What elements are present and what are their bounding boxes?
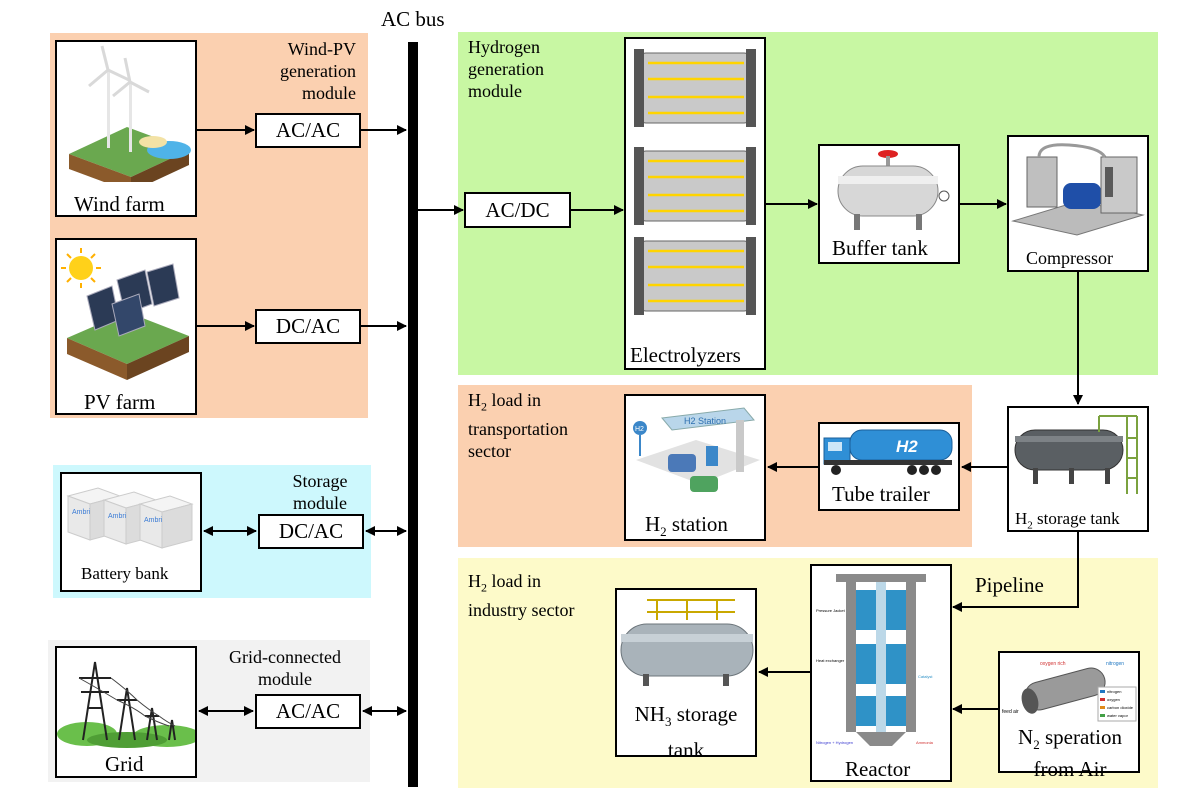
reactor-label: Reactor bbox=[845, 757, 911, 781]
n2-separation-box: oxygen rich nitrogen feed air nitrogen o… bbox=[998, 651, 1140, 781]
n2-separation-picture: oxygen rich nitrogen feed air nitrogen o… bbox=[1002, 661, 1137, 722]
reactor-box: Pressure Jacket Heat exchanger Catalyst … bbox=[810, 564, 952, 782]
svg-text:H2: H2 bbox=[896, 437, 918, 456]
electrolyzer-ac-dc-converter: AC/DC bbox=[464, 192, 571, 228]
industry-module-title: H2 load in industry sector bbox=[468, 571, 575, 620]
wind-farm-picture bbox=[69, 45, 191, 182]
wind-farm-box: Wind farm bbox=[55, 40, 197, 217]
svg-text:feed air: feed air bbox=[1002, 709, 1019, 715]
grid-box: Grid bbox=[55, 646, 197, 778]
battery-bank-box: Ambri Ambri Ambri Battery bank bbox=[60, 472, 202, 592]
pv-farm-label: PV farm bbox=[84, 390, 156, 414]
electrolyzers-box: Electrolyzers bbox=[624, 37, 766, 370]
n2-separation-label: N2 speration from Air bbox=[1018, 725, 1122, 782]
ac-bus-bar bbox=[408, 42, 418, 787]
h2-station-box: H2 Station H2 H2 station bbox=[624, 394, 766, 541]
svg-text:nitrogen: nitrogen bbox=[1107, 689, 1121, 694]
battery-bank-label: Battery bank bbox=[81, 564, 169, 583]
wind-ac-ac-converter: AC/AC bbox=[255, 113, 361, 148]
svg-text:Nitrogen + Hydrogen: Nitrogen + Hydrogen bbox=[816, 740, 853, 745]
buffer-tank-label: Buffer tank bbox=[832, 236, 928, 260]
pv-farm-box: PV farm bbox=[55, 238, 197, 415]
buffer-tank-picture bbox=[837, 150, 950, 230]
compressor-label: Compressor bbox=[1026, 248, 1113, 268]
svg-text:carbon dioxide: carbon dioxide bbox=[1107, 705, 1134, 710]
pv-dc-ac-converter: DC/AC bbox=[255, 309, 361, 344]
buffer-tank-box: Buffer tank bbox=[818, 144, 960, 264]
tube-trailer-picture: H2 bbox=[823, 429, 953, 475]
svg-text:H2 Station: H2 Station bbox=[684, 416, 726, 426]
nh3-storage-tank-label: NH3 storage tank bbox=[634, 702, 738, 763]
h2-storage-tank-picture bbox=[1014, 415, 1138, 494]
electrolyzer-stack-3 bbox=[634, 237, 756, 315]
grid-label: Grid bbox=[105, 752, 144, 776]
storage-dc-ac-converter: DC/AC bbox=[258, 514, 364, 549]
svg-text:H2: H2 bbox=[635, 426, 644, 433]
svg-text:oxygen rich: oxygen rich bbox=[1040, 661, 1066, 667]
svg-text:water vapor: water vapor bbox=[1107, 713, 1129, 718]
arrow-pipeline-to-reactor bbox=[952, 532, 1079, 612]
pipeline-label: Pipeline bbox=[975, 573, 1044, 597]
svg-text:Heat exchanger: Heat exchanger bbox=[816, 658, 845, 663]
svg-text:Ambri: Ambri bbox=[72, 509, 91, 516]
electrolyzer-stack-1 bbox=[634, 49, 756, 127]
h2-storage-tank-label: H2 storage tank bbox=[1015, 509, 1120, 532]
svg-text:Ambri: Ambri bbox=[108, 513, 127, 520]
nh3-storage-tank-box: NH3 storage tank bbox=[615, 588, 757, 762]
h2-station-picture: H2 Station H2 bbox=[633, 407, 760, 492]
svg-text:Catalyst: Catalyst bbox=[918, 674, 933, 679]
ac-bus-label: AC bus bbox=[381, 7, 445, 31]
pv-farm-picture bbox=[61, 248, 189, 380]
svg-text:Pressure Jacket: Pressure Jacket bbox=[816, 608, 846, 613]
grid-ac-ac-converter: AC/AC bbox=[255, 694, 361, 729]
h2-storage-tank-box: H2 storage tank bbox=[1007, 406, 1149, 532]
nh3-storage-tank-picture bbox=[620, 599, 754, 686]
battery-bank-picture: Ambri Ambri Ambri bbox=[66, 487, 194, 549]
electrolyzers-picture bbox=[634, 49, 756, 315]
electrolyzer-stack-2 bbox=[634, 147, 756, 225]
svg-text:oxygen: oxygen bbox=[1107, 697, 1120, 702]
electrolyzers-label: Electrolyzers bbox=[630, 343, 741, 367]
compressor-picture bbox=[1011, 143, 1145, 236]
svg-text:nitrogen: nitrogen bbox=[1106, 661, 1124, 667]
tube-trailer-label: Tube trailer bbox=[832, 482, 930, 506]
wind-farm-label: Wind farm bbox=[74, 192, 165, 216]
compressor-box: Compressor bbox=[1007, 135, 1149, 272]
svg-text:Ambri: Ambri bbox=[144, 517, 163, 524]
tube-trailer-box: H2 Tube trailer bbox=[818, 422, 960, 511]
h2-station-label: H2 station bbox=[645, 512, 728, 540]
grid-picture bbox=[57, 661, 195, 748]
svg-text:Ammonia: Ammonia bbox=[916, 740, 934, 745]
reactor-picture: Pressure Jacket Heat exchanger Catalyst … bbox=[816, 574, 934, 746]
